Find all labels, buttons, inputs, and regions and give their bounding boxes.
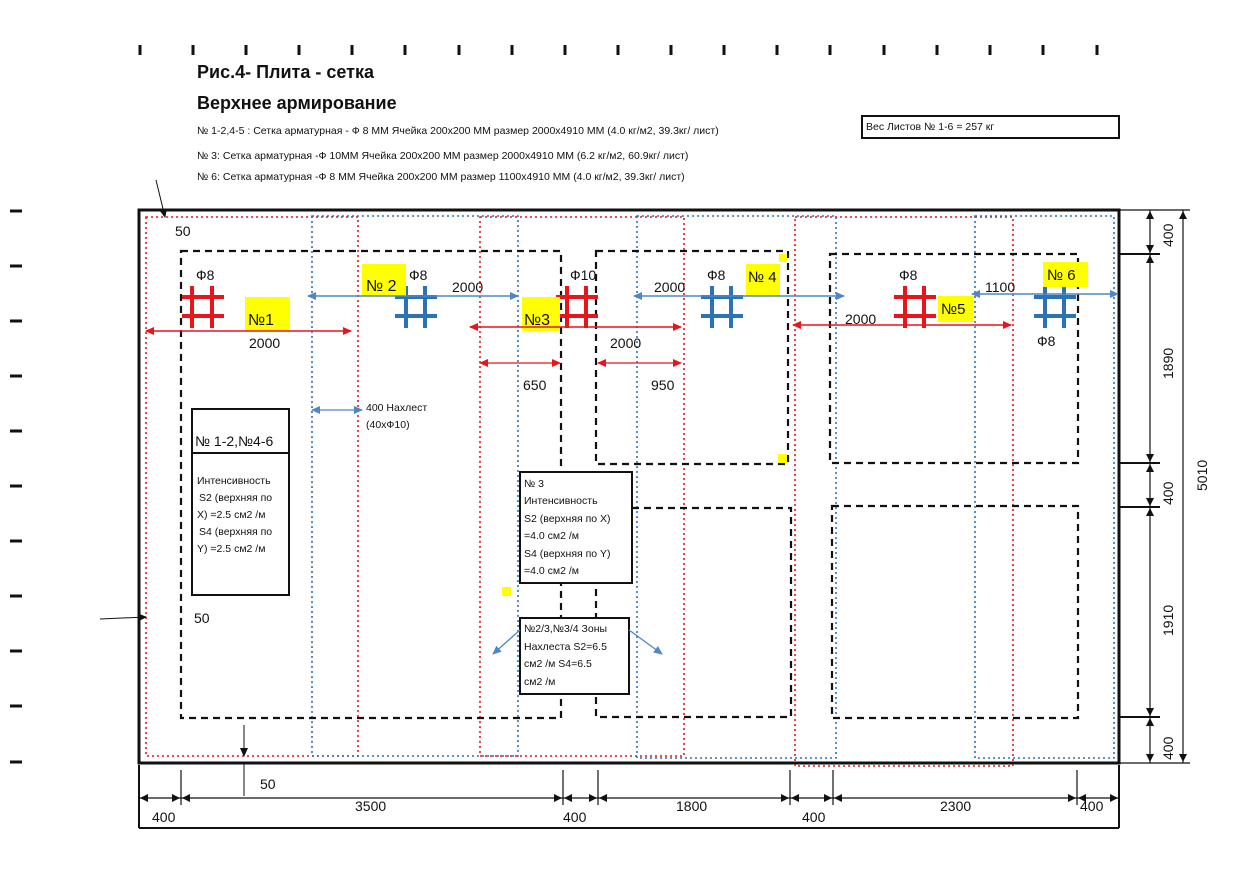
bar-label: Ф8 [1037,333,1056,349]
intensity-line: S2 (верхняя по [199,492,272,504]
rebar-grid-icon-red [182,286,224,328]
bottom-dim-label: 400 [1080,798,1104,814]
overlap-note: (40хФ10) [366,419,410,431]
bar-label: Ф8 [707,267,726,283]
sheet-label-bg [746,264,780,296]
spec-line-2: № 3: Сетка арматурная -Ф 10ММ Ячейка 200… [197,150,688,162]
intensity-line: =4.0 см2 /м [524,565,579,577]
spec-line-3: № 6: Сетка арматурная -Ф 8 ММ Ячейка 200… [197,171,685,183]
offset-label: 50 [260,776,276,792]
total-dim-label: 5010 [1194,460,1210,491]
bottom-dim-label: 1800 [676,798,707,814]
sheet-label-1: №1 [248,312,274,329]
weight-box-text: Вес Листов № 1-6 = 257 кг [866,121,994,133]
bar-label: Ф8 [196,267,215,283]
intensity-line: S4 (верхняя по [199,526,272,538]
drawing-subtitle: Верхнее армирование [197,93,397,113]
intensity-box-left [191,408,290,596]
top-scale-ticks [138,45,1099,55]
offset-arrow [155,179,167,218]
marker-square [502,587,511,596]
bottom-dim-label: 400 [563,809,587,825]
right-dim-label: 1910 [1160,605,1176,636]
bar-label: Ф10 [570,267,596,283]
overlap-zones-line: №2/3,№3/4 Зоны [524,623,607,635]
dimension-label: 950 [651,377,675,393]
sheet-label-4: № 4 [748,269,777,286]
blue-mesh-sheets [311,215,1115,759]
bar-label: Ф8 [409,267,428,283]
rebar-grid-icon-red [894,286,936,328]
overlap-zones-box [519,617,630,695]
bottom-dim-label: 400 [152,809,176,825]
right-dim-label: 400 [1160,481,1176,505]
sheet-label-bg [1043,262,1088,287]
marker-square [778,454,787,463]
drawing-title: Рис.4- Плита - сетка [197,62,375,82]
sheet-label-2: № 2 [366,278,397,295]
offset-arrow [99,613,147,622]
dimension-label: 2000 [610,335,641,351]
intensity-line: S2 (верхняя по X) [524,513,611,525]
spec-line-1: № 1-2,4-5 : Сетка арматурная - Ф 8 ММ Яч… [197,125,719,137]
overlap-zones-line: см2 /м S4=6.5 [524,658,592,670]
bar-label: Ф8 [899,267,918,283]
sheet-label-bg [245,297,290,331]
red-mesh-sheets [145,216,1014,767]
dimension-label: 1100 [985,279,1015,295]
bottom-dim-label: 400 [802,809,826,825]
intensity-box-mid [519,471,633,584]
dimension-label: 2000 [249,335,280,351]
intensity-line: X) =2.5 см2 /м [197,509,265,521]
dimension-label: 2000 [452,279,483,295]
dimension-label: 2000 [654,279,685,295]
overlap-note: 400 Нахлест [366,402,427,414]
marker-square [779,254,787,262]
rebar-grid-icon-blue [701,286,743,328]
sheet-label-6: № 6 [1047,267,1076,284]
right-dim-label: 400 [1160,223,1176,247]
intensity-line: Y) =2.5 см2 /м [197,543,265,555]
right-dimension-chain [1118,209,1190,764]
weight-box [861,115,1120,139]
bottom-dimension-chain [138,765,1120,829]
intensity-line: Интенсивность [524,495,598,507]
sheet-label-bg [938,296,973,322]
dimension-label: 650 [523,377,547,393]
overlap-zones-line: см2 /м [524,676,555,688]
intensity-line: № 3 [524,478,544,490]
intensity-box-header: № 1-2,№4-6 [195,433,273,449]
sheet-label-bg [362,264,406,296]
rebar-grid-icon-blue [1034,286,1076,328]
zone-pointer-arrow [628,629,663,655]
intensity-line: =4.0 см2 /м [524,530,579,542]
sheet-label-5: №5 [941,301,965,318]
bottom-dim-label: 2300 [940,798,971,814]
intensity-line: S4 (верхняя по Y) [524,548,611,560]
right-dim-label: 400 [1160,736,1176,760]
right-dim-label: 1890 [1160,348,1176,379]
left-scale-ticks [10,209,22,764]
offset-label: 50 [194,610,210,626]
bottom-dim-label: 3500 [355,798,386,814]
zone-pointer-arrow [492,629,521,655]
offset-label: 50 [175,223,191,239]
overlap-zones-line: Нахлеста S2=6.5 [524,641,607,653]
intensity-line: Интенсивность [197,475,271,487]
rebar-grid-icon-red [556,286,598,328]
dimension-label: 2000 [845,311,876,327]
